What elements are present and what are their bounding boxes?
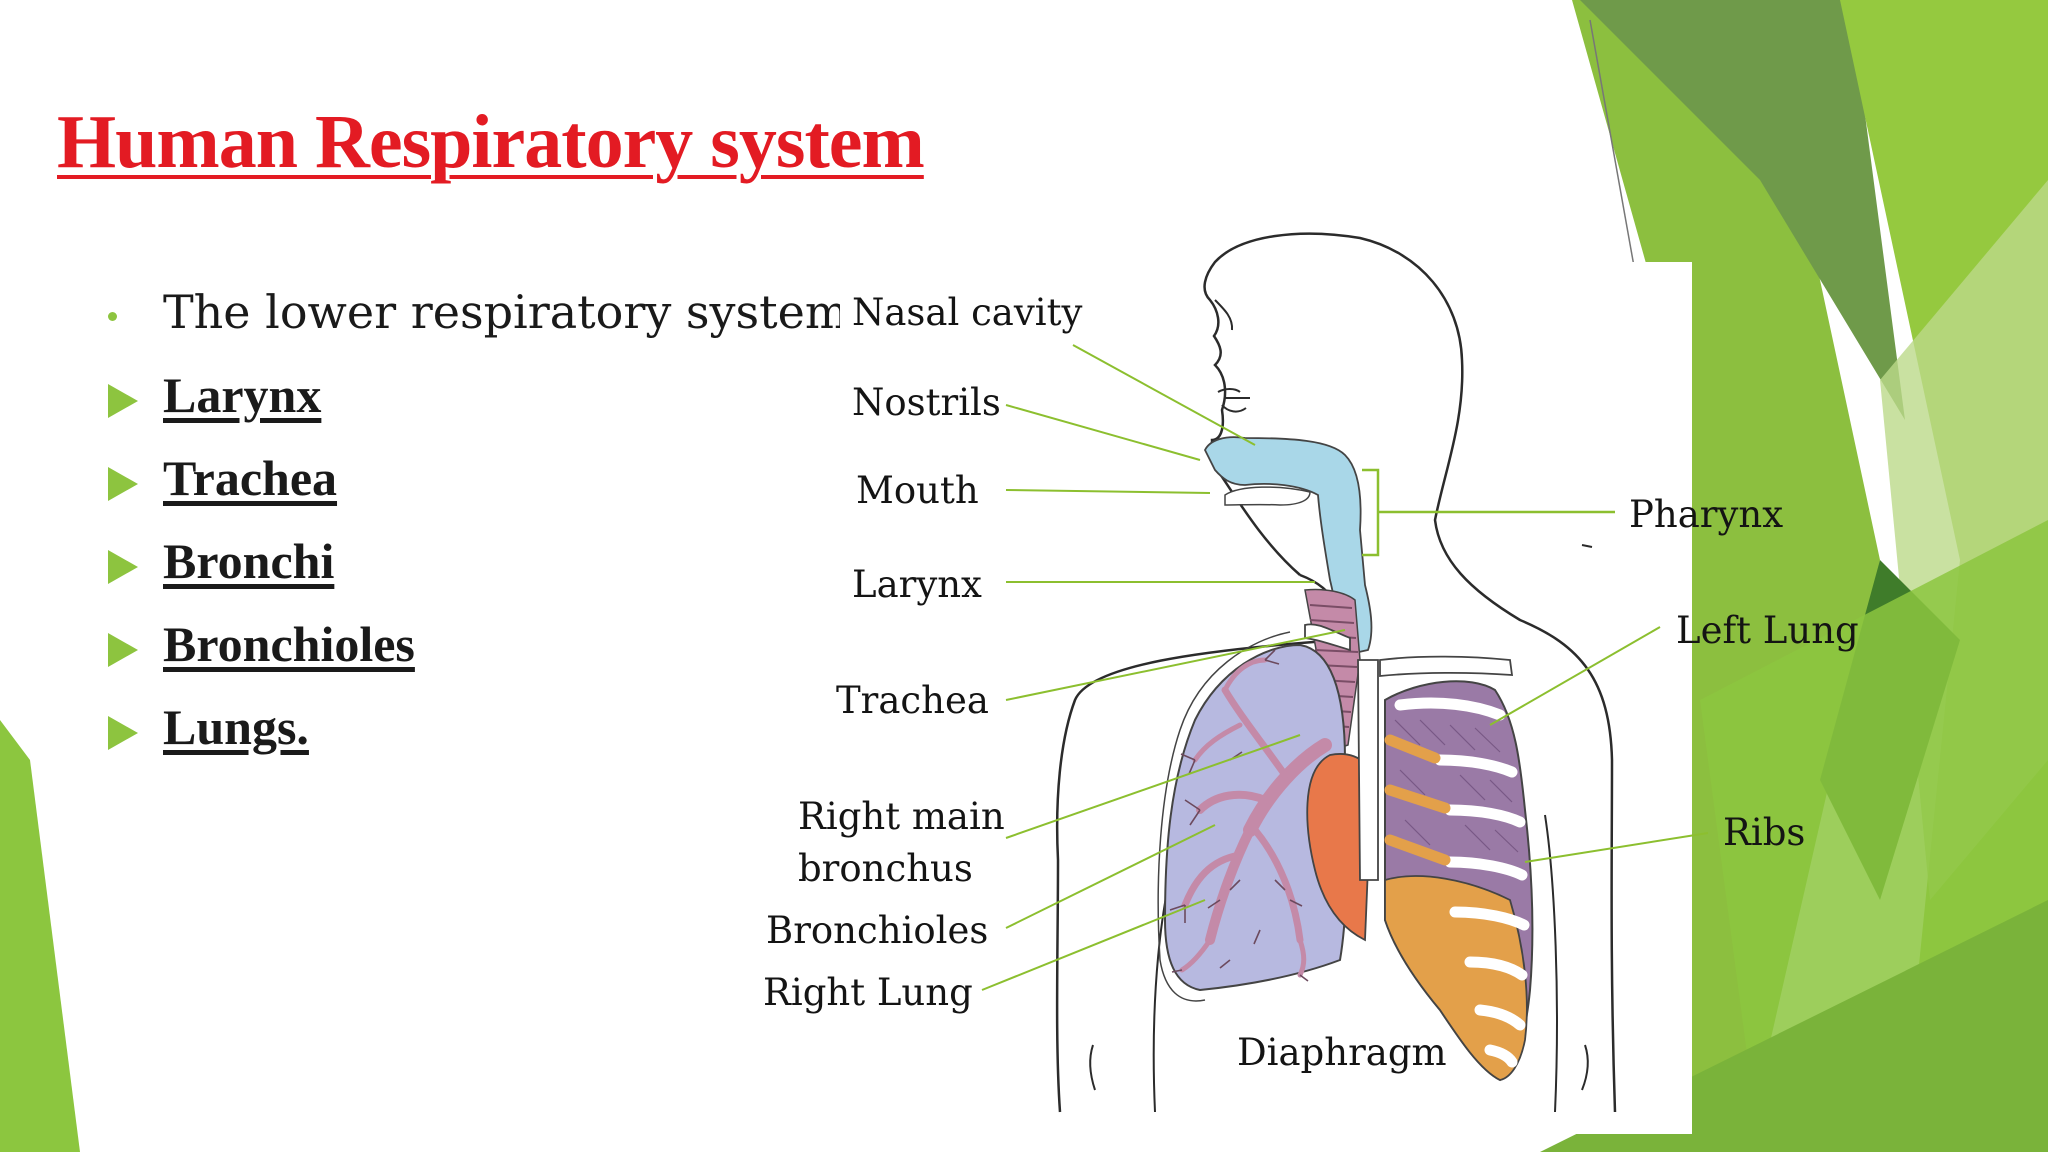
right-lung-pleura (1157, 631, 1291, 1002)
label-right-main-bronchus: Right main (798, 795, 1005, 838)
bullet-text: The lower respiratory system (163, 285, 849, 339)
label-larynx: Larynx (852, 563, 982, 606)
body-outline (1089, 1044, 1096, 1091)
body-outline (1581, 1044, 1589, 1091)
label-right-main-bronchus: bronchus (798, 847, 973, 890)
body-outline (1544, 814, 1558, 1113)
bullet-text: Bronchioles (163, 616, 415, 672)
bullet-dot-icon (108, 312, 117, 321)
palate (1224, 486, 1311, 506)
leader-lines (981, 344, 1709, 991)
bullet-triangle-icon (108, 550, 138, 584)
label-nostrils: Nostrils (852, 381, 1001, 424)
green-shape (1589, 19, 1641, 301)
label-left-lung: Left Lung (1676, 609, 1859, 652)
rib-muscle-hatch (1394, 719, 1519, 853)
label-pharynx: Pharynx (1629, 493, 1784, 536)
slide-title: Human Respiratory system (57, 100, 925, 184)
diaphragm (1384, 875, 1528, 1081)
bullet-triangle-icon (108, 467, 138, 501)
rib-cartilage (1384, 734, 1451, 866)
sternum (1357, 659, 1379, 881)
label-nasal-cavity: Nasal cavity (852, 291, 1083, 334)
label-right-lung: Right Lung (763, 971, 973, 1014)
pharynx-bracket (1362, 468, 1615, 557)
bullet-text: Bronchi (163, 533, 335, 589)
collarbone (1379, 655, 1514, 677)
green-shape (1580, 0, 1905, 420)
bullet-text: Lungs. (163, 699, 309, 755)
label-mouth: Mouth (856, 469, 979, 512)
face-detail (1214, 299, 1234, 331)
bullet-triangle-icon (108, 633, 138, 667)
bronchioles-detail (1169, 649, 1309, 982)
green-shape (0, 720, 80, 1152)
label-trachea: Trachea (836, 679, 989, 722)
bullet-text: Larynx (163, 367, 322, 423)
ribs (1394, 697, 1530, 1068)
label-ribs: Ribs (1723, 811, 1806, 854)
label-diaphragm: Diaphragm (1237, 1031, 1447, 1074)
label-bronchioles: Bronchioles (766, 909, 989, 952)
face-detail (1217, 388, 1250, 413)
bullet-text: Trachea (163, 450, 338, 506)
bullet-triangle-icon (108, 384, 138, 418)
bullet-triangle-icon (108, 716, 138, 750)
bronchial-tree (1179, 657, 1332, 978)
tick-mark (1581, 544, 1593, 548)
nasal-airway (1203, 436, 1373, 657)
